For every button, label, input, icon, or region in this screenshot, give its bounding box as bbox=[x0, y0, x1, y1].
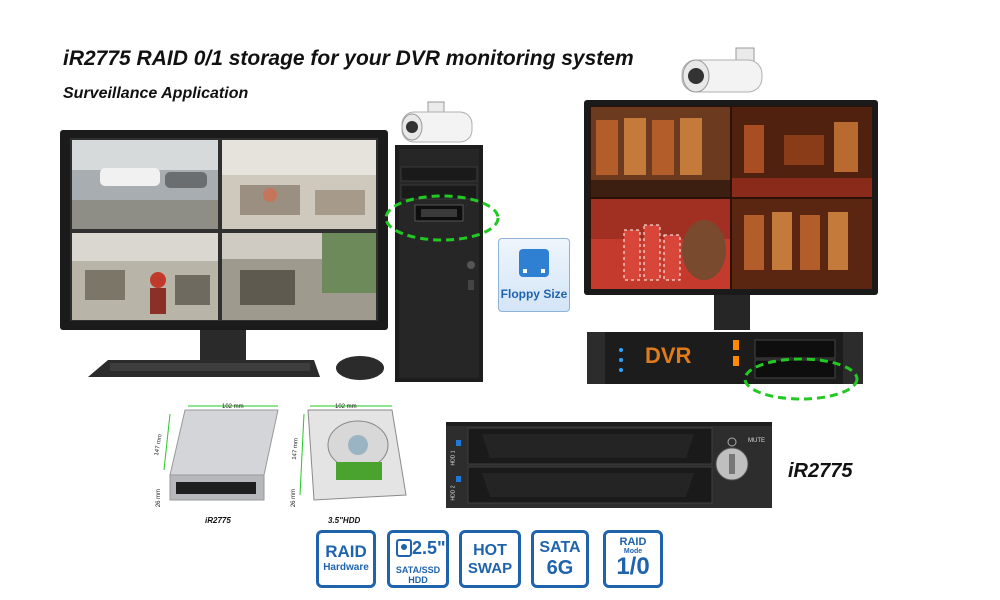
pc-tower bbox=[395, 145, 483, 382]
hdd-width-label: 102 mm bbox=[335, 404, 357, 410]
dvr-monitor bbox=[584, 100, 878, 330]
sata-6g-badge: SATA 6G bbox=[531, 530, 589, 588]
product-name: iR2775 bbox=[788, 460, 853, 482]
casino-feed-3 bbox=[591, 199, 730, 289]
sata-badge-bottom: 6G bbox=[546, 557, 574, 579]
hdd-caption: 3.5"HDD bbox=[328, 516, 361, 525]
bay-1-label: HDD 1 bbox=[450, 450, 457, 466]
camera-feed-2 bbox=[222, 140, 376, 229]
hot-badge-bottom: SWAP bbox=[467, 560, 513, 577]
raid-mode-badge: RAID Mode 1/0 bbox=[603, 530, 663, 588]
page-title: iR2775 RAID 0/1 storage for your DVR mon… bbox=[63, 47, 634, 70]
size-badge-top: 2.5" bbox=[412, 538, 446, 558]
camera-icon bbox=[401, 101, 473, 143]
sata-ssd-badge: 2.5" SATA/SSD HDD bbox=[387, 530, 449, 588]
raid-hardware-badge: RAID Hardware bbox=[316, 530, 376, 588]
ir2775-height-label: 26 mm bbox=[156, 488, 163, 508]
hot-badge-top: HOT bbox=[473, 542, 507, 559]
dvr-label: DVR bbox=[645, 343, 692, 368]
mouse bbox=[336, 356, 384, 380]
mode-badge-top: RAID bbox=[619, 536, 647, 548]
casino-feed-2 bbox=[732, 107, 872, 197]
ir2775-width-label: 102 mm bbox=[222, 404, 244, 410]
floppy-size-label: Floppy Size bbox=[500, 287, 568, 301]
raid-badge-bottom: Hardware bbox=[323, 562, 369, 573]
size-badge-bottom: SATA/SSD HDD bbox=[395, 565, 441, 585]
surveillance-monitor bbox=[60, 130, 388, 371]
bay-2-label: HDD 2 bbox=[450, 485, 457, 501]
hot-swap-badge: HOT SWAP bbox=[459, 530, 521, 588]
highlight-ring-dvr bbox=[743, 357, 859, 401]
floppy-size-badge: Floppy Size bbox=[498, 238, 570, 312]
drive-bay-icon bbox=[519, 249, 549, 277]
page-subtitle: Surveillance Application bbox=[63, 85, 249, 102]
camera-feed-1 bbox=[72, 140, 218, 229]
ir2775-front-panel bbox=[446, 422, 772, 508]
raid-badge-top: RAID bbox=[325, 542, 367, 561]
highlight-ring-pc bbox=[384, 194, 500, 242]
disk-icon bbox=[396, 539, 412, 557]
hdd-drive bbox=[299, 405, 407, 501]
casino-feed-4 bbox=[732, 199, 872, 289]
casino-feed-1 bbox=[591, 107, 730, 197]
camera-feed-4 bbox=[222, 233, 376, 320]
keyboard-and-mouse bbox=[88, 356, 384, 380]
mode-badge-mid: Mode bbox=[623, 548, 643, 555]
mute-label: MUTE bbox=[748, 438, 765, 444]
sata-badge-top: SATA bbox=[539, 539, 581, 556]
hdd-height-label: 26 mm bbox=[291, 488, 298, 508]
camera-icon bbox=[681, 47, 763, 93]
ir2775-module bbox=[163, 405, 279, 501]
camera-feed-3 bbox=[72, 233, 218, 320]
mode-badge-bottom: 1/0 bbox=[616, 553, 650, 580]
ir2775-caption: iR2775 bbox=[205, 516, 231, 525]
dvr-unit bbox=[587, 332, 863, 384]
